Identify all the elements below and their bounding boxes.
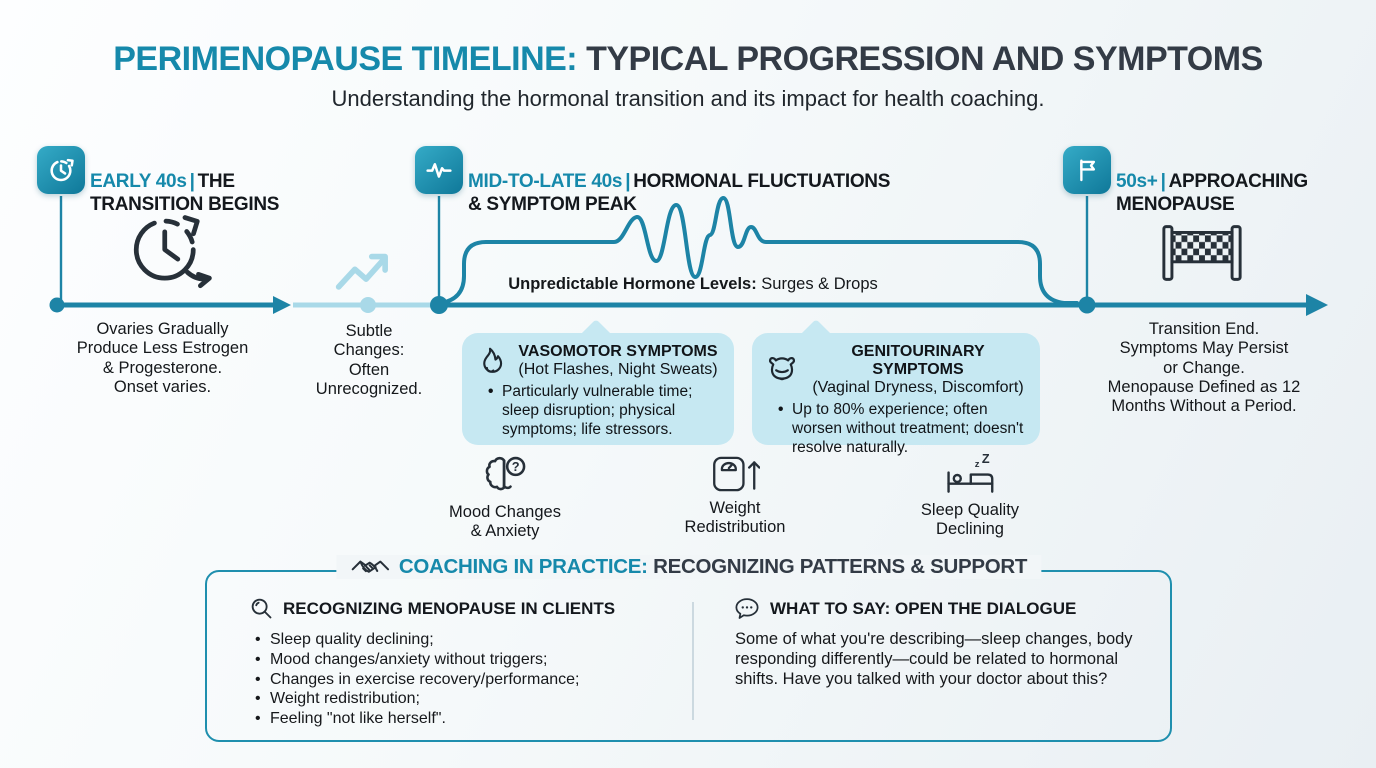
symptom-label: Mood Changes & Anxiety	[449, 503, 561, 541]
svg-text:Z: Z	[982, 454, 990, 466]
coaching-left-bullets: Sleep quality declining; Mood changes/an…	[253, 630, 661, 729]
stage-label-early40s: EARLY 40s|THE TRANSITION BEGINS	[90, 149, 330, 216]
card-title: GENITOURINARY SYMPTOMS	[851, 343, 985, 378]
flame-icon	[483, 347, 503, 373]
stage-chip-50s	[1063, 146, 1111, 194]
vasomotor-card: VASOMOTOR SYMPTOMS (Hot Flashes, Night S…	[462, 319, 734, 445]
card-title: VASOMOTOR SYMPTOMS	[518, 343, 718, 360]
handshake-icon	[351, 560, 389, 573]
bladder-icon	[768, 357, 796, 381]
coaching-left-title: RECOGNIZING MENOPAUSE IN CLIENTS	[283, 598, 616, 618]
stage-divider: |	[189, 171, 195, 193]
stage-rest: HORMONAL FLUCTUATIONS & SYMPTOM PEAK	[468, 171, 891, 215]
coaching-right-title: WHAT TO SAY: OPEN THE DIALOGUE	[770, 598, 1077, 618]
page-title-rest: TYPICAL PROGRESSION AND SYMPTOMS	[577, 40, 1263, 78]
history-clock-icon	[50, 158, 74, 182]
card-subtitle: (Hot Flashes, Night Sweats)	[518, 361, 718, 378]
magnifier-icon	[251, 598, 272, 619]
card-bullet: Up to 80% experience; often worsen witho…	[752, 397, 1040, 458]
bracket-label-rest: Surges & Drops	[756, 275, 878, 293]
stage-label-50s: 50s+|APPROACHING MENOPAUSE	[1116, 149, 1346, 216]
timeline-note-early: Ovaries Gradually Produce Less Estrogen …	[76, 320, 249, 396]
speech-bubble-icon	[735, 598, 759, 619]
bracket-label-bold: Unpredictable Hormone Levels:	[508, 275, 757, 293]
symptom-weight: Weight Redistribution	[640, 454, 830, 537]
flag-icon	[1080, 159, 1096, 182]
column-divider	[692, 602, 694, 720]
stage-chip-early40s	[37, 146, 85, 194]
weight-scale-icon	[713, 456, 760, 492]
page-subtitle: Understanding the hormonal transition an…	[331, 86, 1045, 111]
coaching-right-column: WHAT TO SAY: OPEN THE DIALOGUE Some of w…	[733, 596, 1147, 689]
stage-accent: MID-TO-LATE 40s	[468, 171, 623, 193]
finish-line-icon	[1162, 225, 1242, 281]
page-title-accent: PERIMENOPAUSE TIMELINE:	[113, 40, 578, 78]
stage-rest: APPROACHING MENOPAUSE	[1116, 171, 1308, 215]
coaching-left-column: RECOGNIZING MENOPAUSE IN CLIENTS Sleep q…	[249, 596, 661, 729]
bullet-item: Changes in exercise recovery/performance…	[253, 670, 661, 690]
stage-rest: THE TRANSITION BEGINS	[90, 171, 280, 215]
time-passing-clock-icon	[133, 215, 212, 289]
trend-up-icon	[335, 253, 388, 290]
coaching-panel: COACHING IN PRACTICE: RECOGNIZING PATTER…	[205, 555, 1172, 742]
bullet-item: Mood changes/anxiety without triggers;	[253, 650, 661, 670]
stage-divider: |	[625, 171, 631, 193]
stage-accent: EARLY 40s	[90, 171, 187, 193]
card-subtitle: (Vaginal Dryness, Discomfort)	[812, 379, 1024, 396]
symptom-label: Weight Redistribution	[684, 499, 786, 537]
timeline-note-50s: Transition End. Symptoms May Persist or …	[1107, 320, 1301, 416]
pulse-icon	[426, 162, 452, 178]
coaching-title-rest: RECOGNIZING PATTERNS & SUPPORT	[647, 555, 1028, 578]
symptom-sleep: z Z Sleep Quality Declining	[875, 454, 1065, 539]
bullet-item: Sleep quality declining;	[253, 630, 661, 650]
symptom-label: Sleep Quality Declining	[920, 501, 1020, 539]
timeline-note-subtle: Subtle Changes: Often Unrecognized.	[315, 322, 423, 398]
svg-text:?: ?	[512, 459, 520, 474]
stage-divider: |	[1160, 171, 1166, 193]
stage-label-midlate40s: MID-TO-LATE 40s|HORMONAL FLUCTUATIONS & …	[468, 149, 958, 216]
coaching-right-text: Some of what you're describing—sleep cha…	[735, 630, 1133, 688]
page-title: PERIMENOPAUSE TIMELINE: TYPICAL PROGRESS…	[0, 40, 1376, 79]
card-bullet: Particularly vulnerable time; sleep disr…	[462, 379, 734, 440]
coaching-title-accent: COACHING IN PRACTICE:	[398, 555, 648, 578]
stage-chip-midlate40s	[415, 146, 463, 194]
bullet-item: Feeling "not like herself".	[253, 709, 661, 729]
svg-text:z: z	[975, 459, 980, 470]
symptom-mood: ? Mood Changes & Anxiety	[410, 454, 600, 541]
bullet-item: Weight redistribution;	[253, 689, 661, 709]
bracket-label: Unpredictable Hormone Levels: Surges & D…	[478, 275, 908, 294]
stage-accent: 50s+	[1116, 171, 1158, 193]
sleep-bed-icon: z Z	[947, 454, 994, 493]
coaching-header: COACHING IN PRACTICE: RECOGNIZING PATTER…	[335, 555, 1042, 579]
genitourinary-card: GENITOURINARY SYMPTOMS (Vaginal Dryness,…	[752, 319, 1040, 456]
brain-question-icon: ?	[485, 456, 526, 491]
